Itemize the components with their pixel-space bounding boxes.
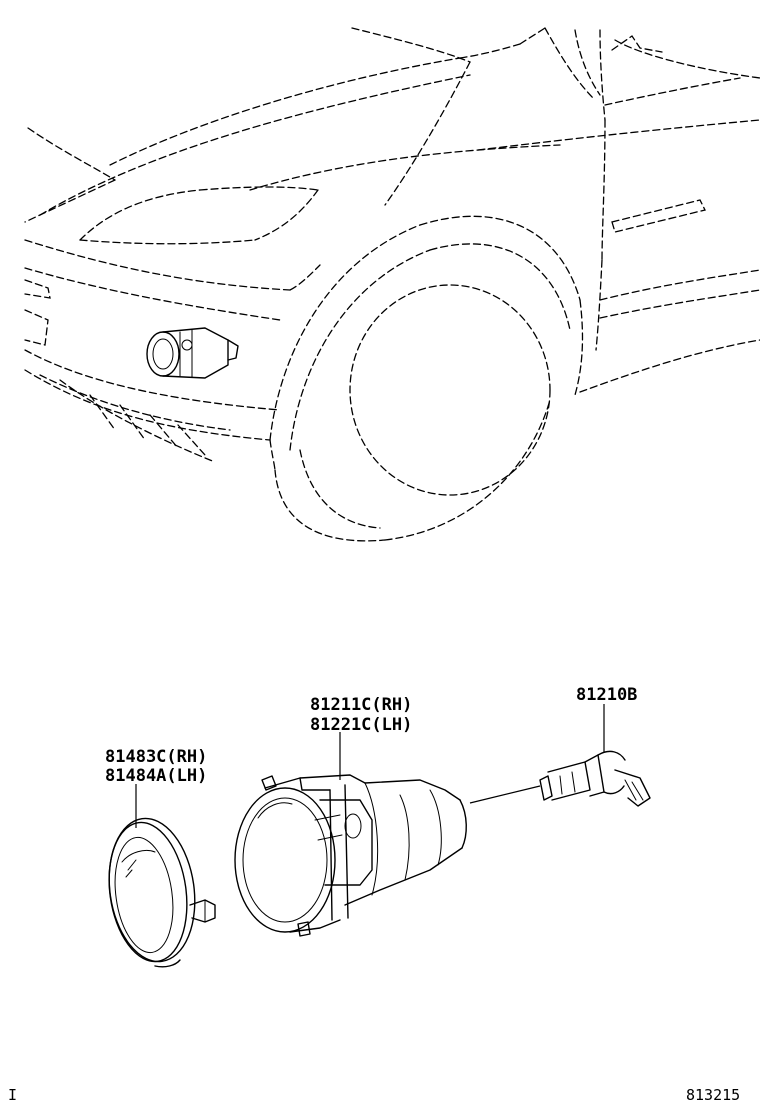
footer-diagram-code: 813215 xyxy=(686,1086,740,1104)
label-bulb-part-number: 81210B xyxy=(576,685,637,705)
car-front-outline xyxy=(24,27,760,542)
fog-lamp-bezel xyxy=(108,817,216,968)
label-lamp-rh-part-number: 81211C(RH) xyxy=(310,695,412,715)
label-bezel-lh-part-number: 81484A(LH) xyxy=(105,766,207,786)
fog-lamp-bulb xyxy=(469,750,651,807)
fog-lamp-on-vehicle xyxy=(146,327,239,379)
label-lamp-lh-part-number: 81221C(LH) xyxy=(310,715,412,735)
footer-left-mark: I xyxy=(8,1086,17,1104)
fog-lamp-assembly xyxy=(234,774,467,937)
label-bezel-rh-part-number: 81483C(RH) xyxy=(105,747,207,767)
